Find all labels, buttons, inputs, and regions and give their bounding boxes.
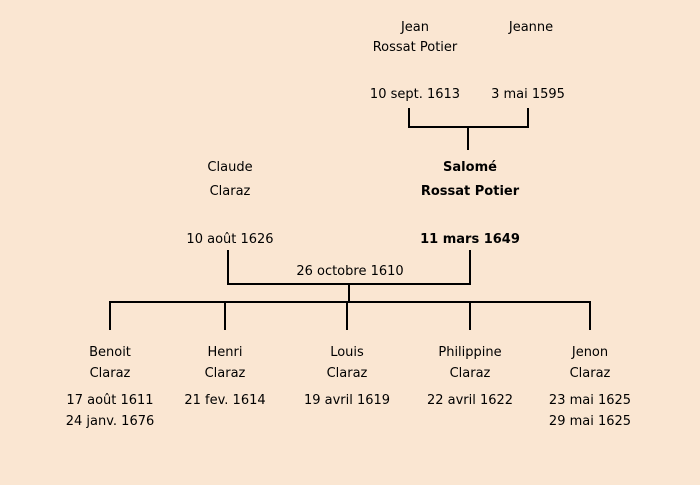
person-salome-last-name: Rossat Potier bbox=[420, 184, 520, 199]
person-jean-date: 10 sept. 1613 bbox=[369, 87, 461, 102]
person-jenon-last-name: Claraz bbox=[569, 366, 611, 381]
person-jeanne-first-name: Jeanne bbox=[508, 20, 554, 35]
connector-line bbox=[408, 108, 410, 128]
person-louis-last-name: Claraz bbox=[326, 366, 368, 381]
person-henri-first-name: Henri bbox=[207, 345, 243, 360]
connector-line bbox=[469, 250, 471, 285]
connector-line bbox=[469, 301, 471, 330]
person-louis-dates: 19 avril 1619 bbox=[277, 390, 417, 411]
connector-line bbox=[467, 126, 469, 150]
person-benoit-dates: 17 août 1611 24 janv. 1676 bbox=[40, 390, 180, 432]
person-jean-last-name: Rossat Potier bbox=[372, 40, 458, 55]
person-benoit-birth-date: 17 août 1611 bbox=[66, 393, 154, 408]
person-jean-first-name: Jean bbox=[400, 20, 430, 35]
person-philippine-first-name: Philippine bbox=[438, 345, 502, 360]
person-benoit-last-name: Claraz bbox=[89, 366, 131, 381]
person-jeanne-date: 3 mai 1595 bbox=[491, 87, 565, 102]
person-jean: Jean Rossat Potier bbox=[350, 18, 480, 58]
person-philippine: Philippine Claraz bbox=[400, 342, 540, 384]
person-philippine-last-name: Claraz bbox=[449, 366, 491, 381]
person-philippine-dates: 22 avril 1622 bbox=[400, 390, 540, 411]
person-benoit-first-name: Benoit bbox=[89, 345, 131, 360]
connector-line bbox=[227, 250, 229, 285]
person-salome-first-name: Salomé bbox=[443, 160, 497, 175]
person-jenon: Jenon Claraz bbox=[520, 342, 660, 384]
person-jeanne: Jeanne bbox=[481, 18, 581, 38]
person-louis-first-name: Louis bbox=[330, 345, 364, 360]
person-claude-last-name: Claraz bbox=[209, 184, 251, 199]
person-salome: Salomé Rossat Potier bbox=[400, 156, 540, 204]
person-henri-birth-date: 21 fev. 1614 bbox=[184, 393, 266, 408]
person-benoit: Benoit Claraz bbox=[40, 342, 180, 384]
connector-line bbox=[346, 301, 348, 330]
person-benoit-death-date: 24 janv. 1676 bbox=[65, 414, 155, 429]
person-jenon-birth-date: 23 mai 1625 bbox=[548, 393, 632, 408]
person-claude-first-name: Claude bbox=[207, 160, 253, 175]
connector-line bbox=[224, 301, 226, 330]
person-jenon-dates: 23 mai 1625 29 mai 1625 bbox=[520, 390, 660, 432]
person-henri: Henri Claraz bbox=[155, 342, 295, 384]
connector-line bbox=[109, 301, 111, 330]
person-henri-last-name: Claraz bbox=[204, 366, 246, 381]
connector-line bbox=[348, 283, 350, 303]
person-louis: Louis Claraz bbox=[277, 342, 417, 384]
connector-line bbox=[527, 108, 529, 128]
person-jenon-first-name: Jenon bbox=[571, 345, 609, 360]
person-philippine-birth-date: 22 avril 1622 bbox=[426, 393, 514, 408]
person-louis-birth-date: 19 avril 1619 bbox=[303, 393, 391, 408]
person-claude-date: 10 août 1626 bbox=[186, 232, 274, 247]
person-claude: Claude Claraz bbox=[170, 156, 290, 204]
sibling-line bbox=[109, 301, 591, 303]
person-jenon-death-date: 29 mai 1625 bbox=[548, 414, 632, 429]
person-henri-dates: 21 fev. 1614 bbox=[155, 390, 295, 411]
person-salome-date: 11 mars 1649 bbox=[420, 232, 520, 247]
connector-line bbox=[589, 301, 591, 330]
marriage-date: 26 octobre 1610 bbox=[296, 264, 404, 279]
